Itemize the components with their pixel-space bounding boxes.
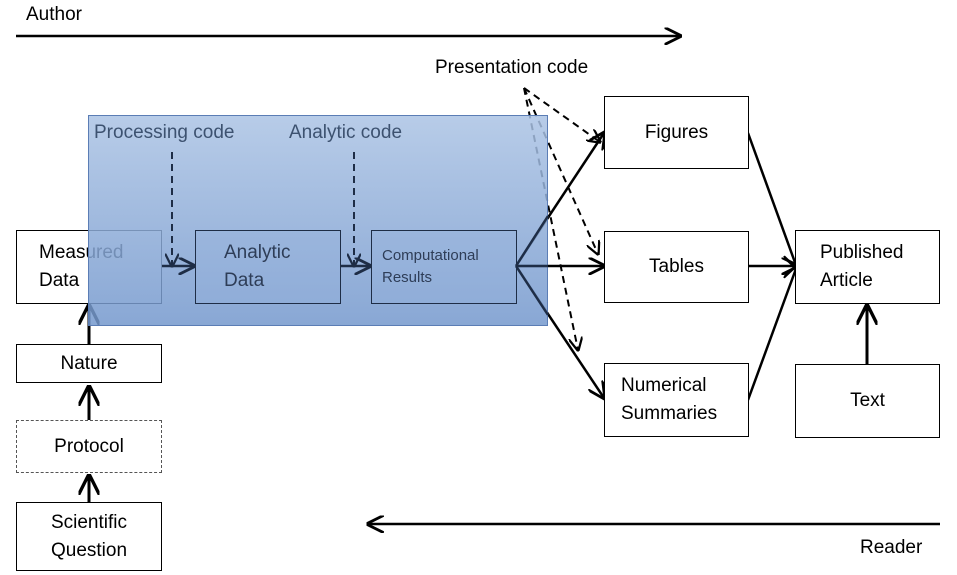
- protocol-box: Protocol: [16, 420, 162, 473]
- scientific-question-line2: Question: [50, 539, 128, 561]
- reader-label: Reader: [860, 537, 923, 558]
- computational-results-line1: Computational: [382, 247, 479, 264]
- text-box: Text: [795, 364, 940, 438]
- scientific-question-line1: Scientific: [50, 511, 127, 533]
- computational-results-line2: Results: [382, 269, 433, 286]
- figures-box: Figures: [604, 96, 749, 169]
- numerical-summaries-line2: Summaries: [621, 403, 718, 424]
- computation-region: [88, 115, 548, 326]
- analytic-code-label: Analytic code: [289, 122, 403, 143]
- figures-to-article-arrow: [746, 132, 797, 268]
- author-label: Author: [26, 4, 82, 25]
- results-stem-low: [514, 265, 550, 316]
- tables-box: Tables: [604, 231, 749, 303]
- nature-box: Nature: [16, 344, 162, 383]
- presentation-code-label: Presentation code: [435, 57, 589, 78]
- presentation-code-to-figures-arrow: [523, 87, 600, 142]
- summaries-to-article-arrow: [746, 266, 797, 401]
- analytic-data-line1: Analytic: [224, 242, 291, 263]
- processing-code-label: Processing code: [94, 122, 235, 143]
- analytic-data-line2: Data: [224, 270, 265, 291]
- measured-data-line2: Data: [39, 270, 80, 291]
- published-article-line1: Published: [820, 242, 904, 263]
- results-stem: [514, 215, 550, 267]
- published-article-line2: Article: [820, 270, 873, 291]
- presentation-code-to-summaries-arrow: [523, 87, 578, 350]
- numerical-summaries-line1: Numerical: [621, 375, 707, 396]
